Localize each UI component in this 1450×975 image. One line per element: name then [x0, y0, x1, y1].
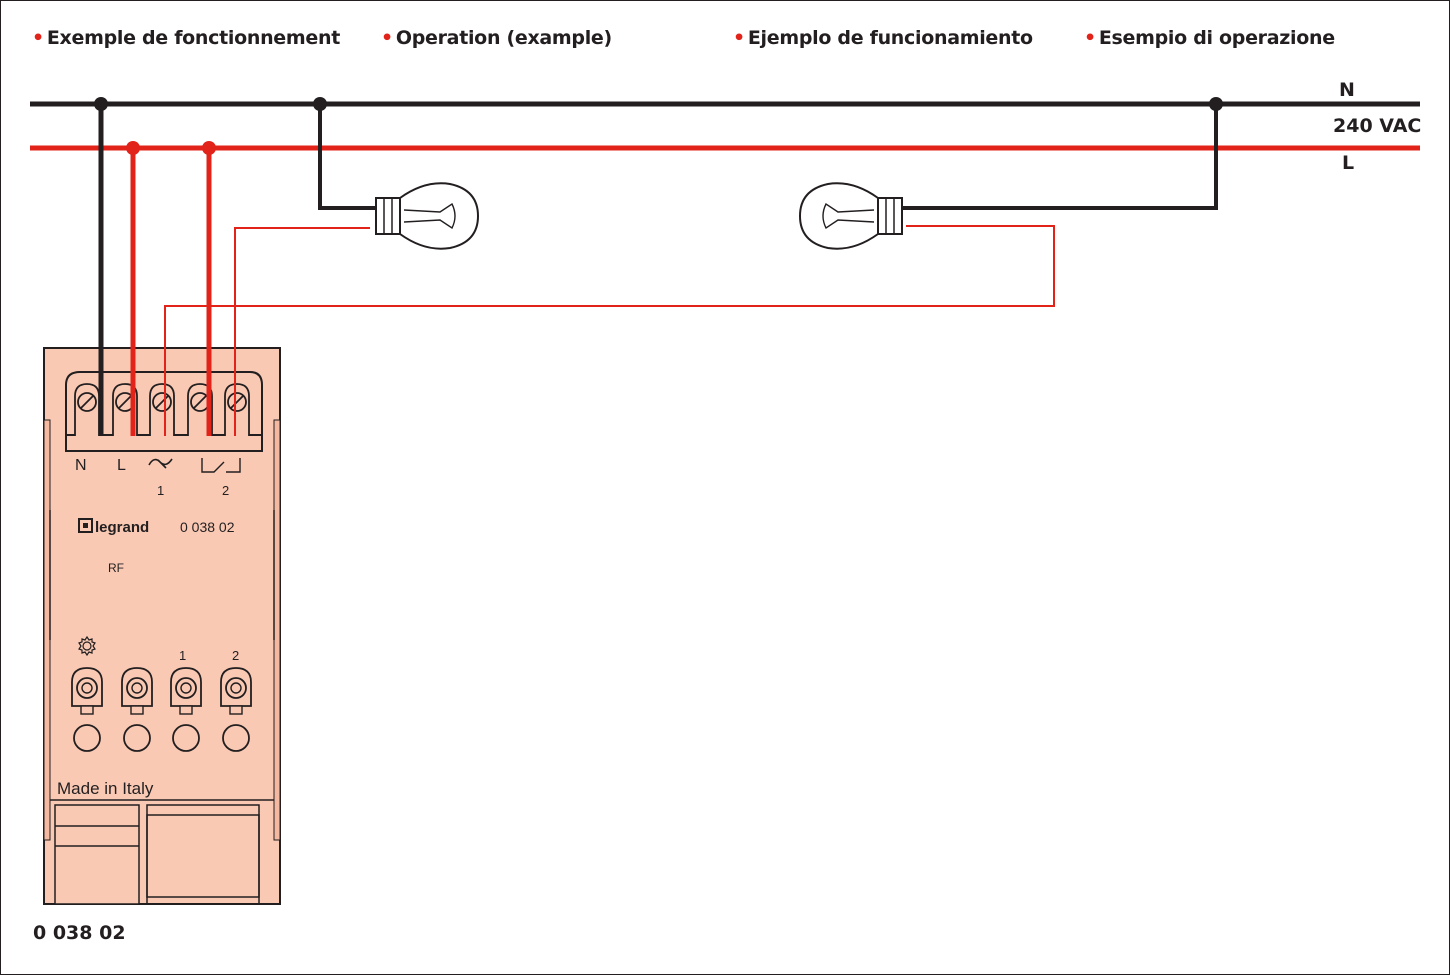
- output-wire-1: [164, 225, 1055, 436]
- button-channel-1: [172, 724, 200, 752]
- bullet: •: [1084, 27, 1096, 49]
- junction-dot: [202, 141, 216, 155]
- terminal-label-1: 1: [157, 483, 164, 498]
- screw-terminal-2a: [187, 383, 213, 436]
- heading-en-text: Operation (example): [395, 27, 612, 49]
- heading-es: •Ejemplo de funcionamiento: [733, 27, 1033, 49]
- heading-fr: •Exemple de fonctionnement: [32, 27, 340, 49]
- output-wire-2: [234, 227, 370, 436]
- relay-contact-icon: [201, 458, 241, 473]
- button-label-1: 1: [179, 648, 186, 663]
- junction-dot: [94, 97, 108, 111]
- line-label: L: [1342, 152, 1355, 174]
- settings-knob: [71, 667, 103, 715]
- lamp1-neutral-wire: [318, 104, 376, 210]
- bullet: •: [733, 27, 745, 49]
- relay-module: [43, 347, 281, 905]
- bullet: •: [32, 27, 44, 49]
- screw-terminal-n: [74, 383, 100, 436]
- knob-channel-1: [170, 667, 202, 715]
- button-label-2: 2: [232, 648, 239, 663]
- heading-en: •Operation (example): [381, 27, 612, 49]
- settings-button: [73, 724, 101, 752]
- junction-dot: [313, 97, 327, 111]
- heading-es-text: Ejemplo de funcionamiento: [747, 27, 1033, 49]
- junction-dot: [126, 141, 140, 155]
- bullet: •: [381, 27, 393, 49]
- knob-2: [121, 667, 153, 715]
- voltage-label: 240 VAC: [1333, 115, 1422, 137]
- terminal-label-n: N: [75, 457, 87, 474]
- rf-label: RF: [108, 561, 124, 575]
- legrand-logo: legrand: [78, 518, 149, 536]
- gear-icon: [78, 635, 96, 657]
- button-2: [123, 724, 151, 752]
- neutral-label: N: [1339, 79, 1355, 101]
- junction-dot: [1209, 97, 1223, 111]
- made-in-label: Made in Italy: [57, 779, 154, 798]
- heading-fr-text: Exemple de fonctionnement: [46, 27, 340, 49]
- heading-it-text: Esempio di operazione: [1098, 27, 1335, 49]
- terminal-label-2: 2: [222, 483, 229, 498]
- device-ref: 0 038 02: [180, 519, 235, 535]
- terminal-label-l: L: [117, 457, 126, 474]
- screw-terminal-1: [149, 383, 175, 436]
- lamp-1-icon: [375, 182, 480, 250]
- brand-name: legrand: [95, 519, 149, 536]
- heading-it: •Esempio di operazione: [1084, 27, 1335, 49]
- lamp-2-icon: [798, 182, 903, 250]
- knob-channel-2: [220, 667, 252, 715]
- screw-terminal-2b: [224, 383, 250, 436]
- ac-symbol-icon: [148, 458, 173, 469]
- product-code-caption: 0 038 02: [33, 922, 126, 944]
- lamp2-neutral-wire: [902, 104, 1218, 210]
- button-channel-2: [222, 724, 250, 752]
